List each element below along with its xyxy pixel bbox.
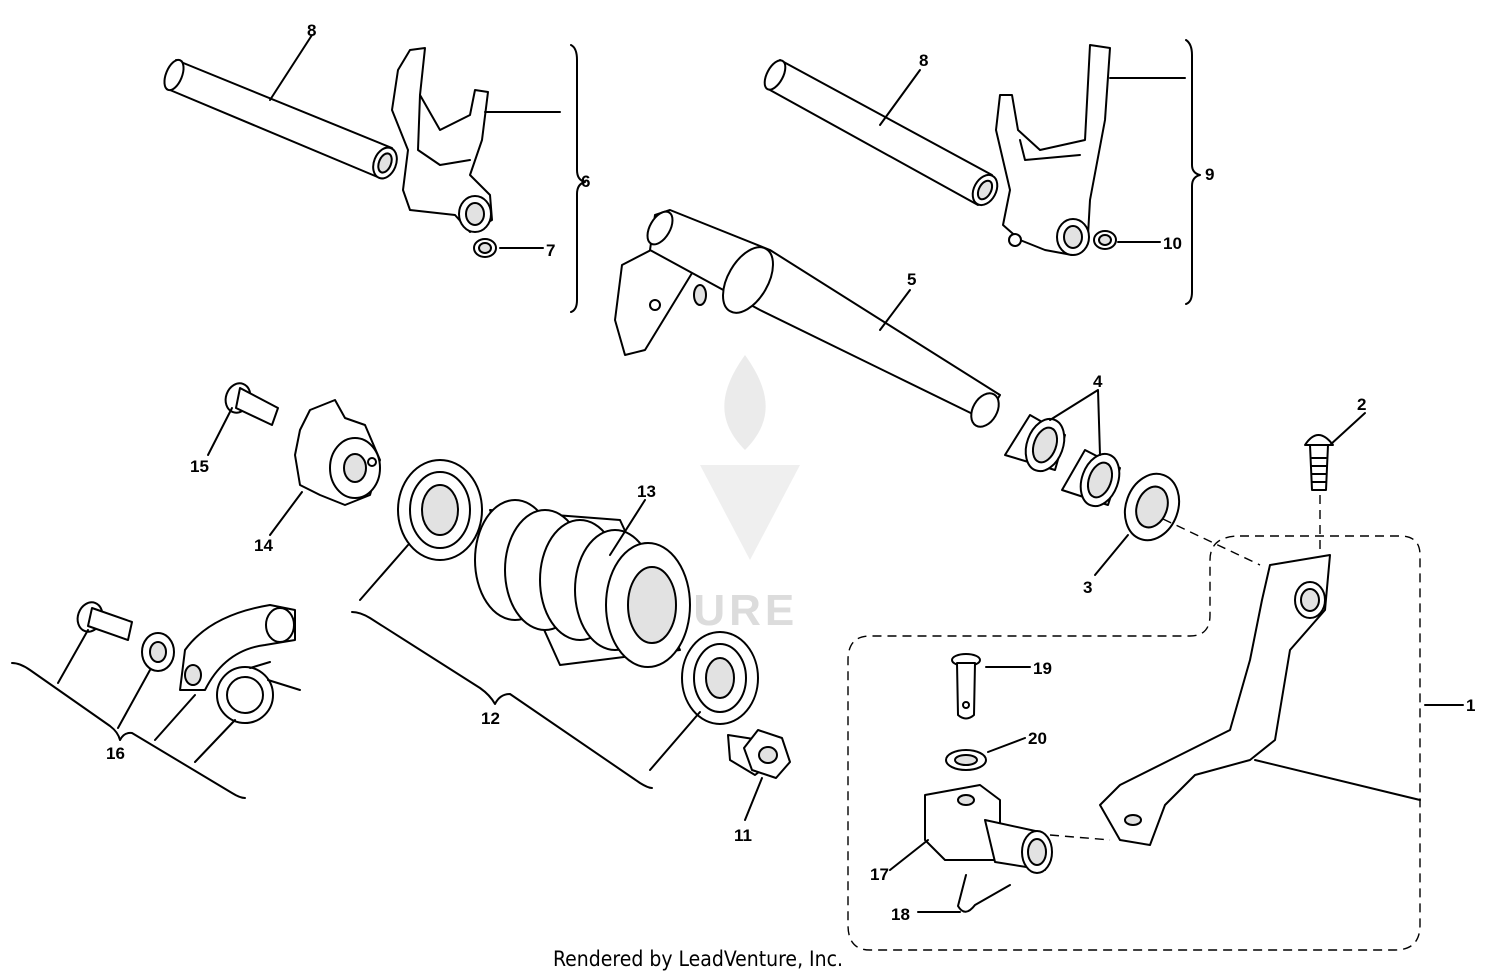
- bolt-15: [224, 382, 279, 426]
- callout-13: 13: [637, 482, 656, 501]
- bushing-4a: [1004, 414, 1066, 473]
- dashline-seal-to-pedal: [1162, 518, 1261, 566]
- callout-12: 12: [481, 709, 500, 728]
- watermark-logo: [700, 355, 800, 560]
- bearing-right: [681, 631, 759, 725]
- callout-10: 10: [1163, 234, 1182, 253]
- callout-1: 1: [1466, 696, 1475, 715]
- shift-pedal-1: [1099, 554, 1331, 846]
- callout-5: 5: [907, 270, 916, 289]
- bracket-12: [351, 611, 653, 789]
- pin-10: [1093, 230, 1117, 250]
- cotter-pin-18: [957, 874, 1011, 913]
- shift-shaft-5: [614, 209, 1001, 428]
- collar-16: [141, 632, 175, 672]
- callout-19: 19: [1033, 659, 1052, 678]
- shift-fork-9: [995, 44, 1111, 256]
- callout-11: 11: [734, 826, 752, 845]
- dashline-joint-to-pedal: [1049, 834, 1111, 841]
- callout-8-left: 8: [307, 21, 316, 40]
- callout-20: 20: [1028, 729, 1047, 748]
- callout-6: 6: [581, 172, 590, 191]
- pin-7: [473, 238, 497, 258]
- callout-2: 2: [1357, 395, 1366, 414]
- bracket-6: [570, 44, 586, 313]
- callout-16: 16: [106, 744, 125, 763]
- callout-9: 9: [1205, 165, 1214, 184]
- seal-3: [1123, 472, 1181, 542]
- neutral-switch-11: [727, 729, 791, 779]
- leader-lines: [57, 34, 1464, 913]
- spring-16: [216, 661, 301, 724]
- callout-8-right: 8: [919, 51, 928, 70]
- callout-3: 3: [1083, 578, 1092, 597]
- clevis-pin-19: [951, 653, 981, 720]
- shift-rod-8-right: [763, 59, 999, 207]
- washer-20: [945, 749, 987, 771]
- callout-14: 14: [254, 536, 273, 555]
- bracket-9: [1185, 39, 1201, 305]
- bolt-16: [76, 601, 133, 641]
- joint-17: [924, 784, 1053, 874]
- bracket-16: [11, 662, 246, 799]
- footer-credit: Rendered by LeadVenture, Inc.: [553, 947, 843, 971]
- callout-7: 7: [546, 241, 555, 260]
- stopper-arm-16: [179, 604, 296, 691]
- callout-18: 18: [891, 905, 910, 924]
- shift-fork-6: [391, 47, 493, 233]
- callout-15: 15: [190, 457, 209, 476]
- bearing-left: [397, 459, 483, 561]
- bushing-4b: [1061, 449, 1121, 508]
- segment-14: [294, 399, 381, 506]
- dashed-assembly-outline: [847, 535, 1421, 951]
- bolt-2: [1304, 434, 1334, 491]
- shift-rod-8-left: [163, 58, 398, 180]
- callout-4: 4: [1093, 372, 1103, 391]
- shift-drum-13: [474, 499, 691, 668]
- callout-17: 17: [870, 865, 889, 884]
